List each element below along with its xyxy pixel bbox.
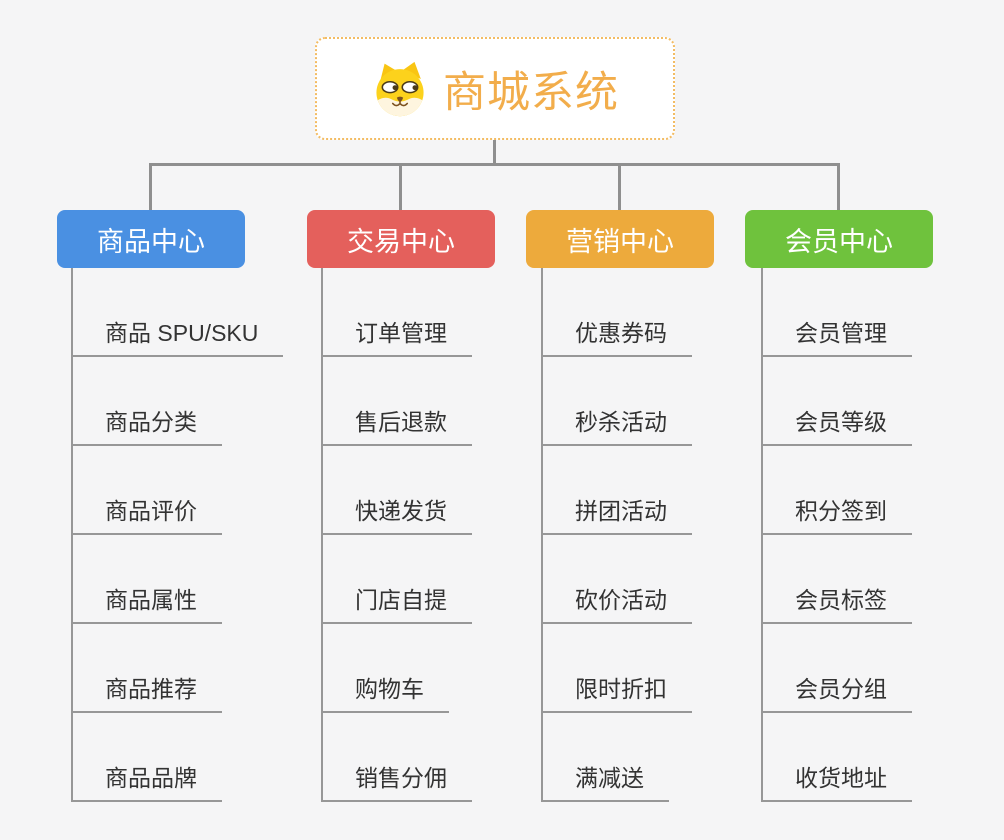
branch-node-product[interactable]: 商品中心 [57,210,245,268]
leaf-node[interactable]: 会员分组 [763,673,912,713]
connector-root-stem [493,139,496,166]
leaf-node[interactable]: 商品分类 [73,406,222,446]
leaf-node[interactable]: 积分签到 [763,495,912,535]
branch-column-marketing: 优惠券码 秒杀活动 拼团活动 砍价活动 限时折扣 满减送 [541,268,843,802]
leaf-node[interactable]: 销售分佣 [323,762,472,802]
leaf-node[interactable]: 优惠券码 [543,317,692,357]
branch-column-trade: 订单管理 售后退款 快递发货 门店自提 购物车 销售分佣 [321,268,623,802]
root-node[interactable]: 商城系统 [315,37,675,140]
branch-column-product: 商品 SPU/SKU 商品分类 商品评价 商品属性 商品推荐 商品品牌 [71,268,373,802]
leaf-node[interactable]: 拼团活动 [543,495,692,535]
connector-drop-product [149,163,152,210]
branch-node-member[interactable]: 会员中心 [745,210,933,268]
leaf-node[interactable]: 砍价活动 [543,584,692,624]
leaf-node[interactable]: 购物车 [323,673,449,713]
dog-face-icon [376,61,424,116]
root-title: 商城系统 [443,68,619,117]
branch-node-trade[interactable]: 交易中心 [307,210,495,268]
leaf-node[interactable]: 商品推荐 [73,673,222,713]
leaf-node[interactable]: 商品属性 [73,584,222,624]
leaf-node[interactable]: 售后退款 [323,406,472,446]
leaf-node[interactable]: 秒杀活动 [543,406,692,446]
connector-bus [149,163,840,166]
leaf-node[interactable]: 商品品牌 [73,762,222,802]
branch-node-marketing[interactable]: 营销中心 [526,210,714,268]
leaf-node[interactable]: 快递发货 [323,495,472,535]
leaf-node[interactable]: 商品评价 [73,495,222,535]
leaf-node[interactable]: 限时折扣 [543,673,692,713]
leaf-node[interactable]: 商品 SPU/SKU [73,317,284,357]
leaf-node[interactable]: 满减送 [543,762,669,802]
connector-drop-marketing [618,163,621,210]
branch-column-member: 会员管理 会员等级 积分签到 会员标签 会员分组 收货地址 [761,268,1004,802]
connector-drop-trade [399,163,402,210]
leaf-node[interactable]: 门店自提 [323,584,472,624]
leaf-node[interactable]: 订单管理 [323,317,472,357]
leaf-node[interactable]: 会员标签 [763,584,912,624]
leaf-node[interactable]: 会员管理 [763,317,912,357]
leaf-node[interactable]: 收货地址 [763,762,912,802]
connector-drop-member [837,163,840,210]
leaf-node[interactable]: 会员等级 [763,406,912,446]
